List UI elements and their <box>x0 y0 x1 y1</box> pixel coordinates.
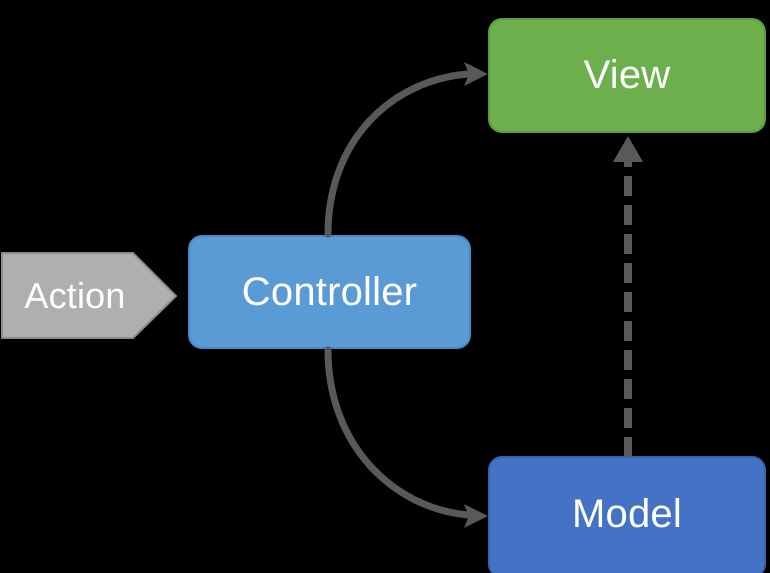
arrowhead-to-view <box>464 62 488 86</box>
connector-controller-to-model[interactable] <box>324 346 488 528</box>
arrowhead-to-view-dashed <box>613 136 643 162</box>
connector-model-to-view[interactable] <box>613 136 643 457</box>
arrowhead-to-model <box>464 504 488 528</box>
node-action[interactable] <box>1 252 177 339</box>
connector-controller-to-view[interactable] <box>324 62 488 238</box>
node-view[interactable] <box>488 18 766 133</box>
node-controller[interactable] <box>188 235 471 349</box>
node-model[interactable] <box>488 456 766 573</box>
